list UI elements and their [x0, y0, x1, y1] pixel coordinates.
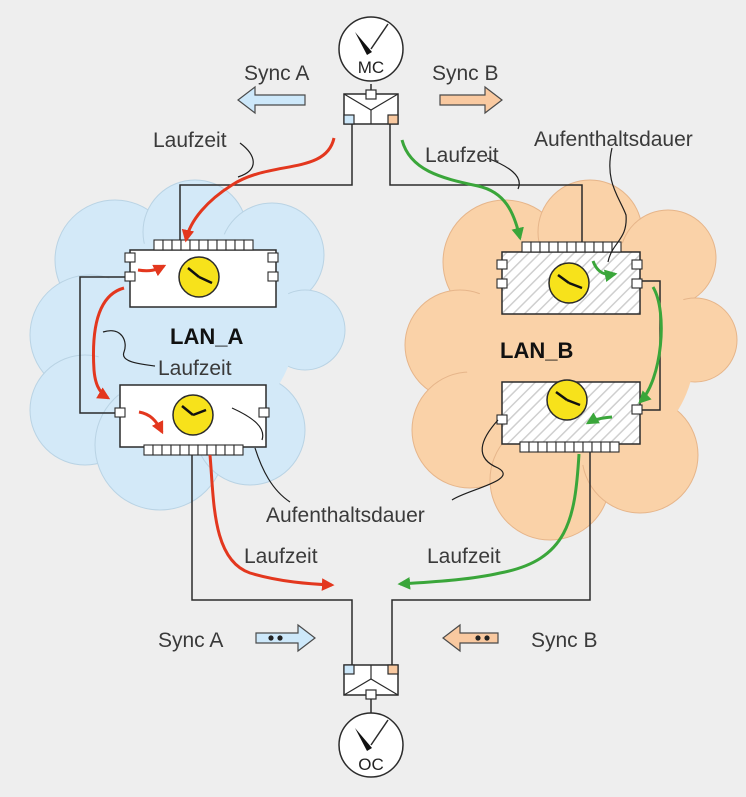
sync-a-top-label: Sync A — [244, 62, 309, 85]
switch-lan-b-bottom — [496, 379, 643, 453]
lan-b-label: LAN_B — [500, 338, 573, 363]
clock-icon — [178, 256, 220, 298]
mc-label: MC — [358, 58, 384, 77]
oc-label: OC — [358, 755, 384, 774]
green-sync-path — [397, 139, 663, 590]
clock-icon — [548, 262, 590, 304]
sync-b-bottom-arrow-icon — [442, 623, 499, 653]
sync-arrows — [237, 85, 503, 653]
ordinary-clock: OC — [338, 712, 404, 778]
sync-b-top-label: Sync B — [432, 62, 499, 85]
master-clock: MC — [338, 16, 404, 82]
switch-lan-a-bottom — [114, 384, 270, 456]
red-sync-path — [91, 137, 336, 591]
aufenthaltsdauer-top-label: Aufenthaltsdauer — [534, 128, 693, 151]
sync-a-bottom-label: Sync A — [158, 629, 223, 652]
network-wires — [79, 84, 661, 714]
sync-a-bottom-arrow-icon — [255, 623, 316, 653]
sync-b-bottom-label: Sync B — [531, 629, 598, 652]
mc-port-box — [343, 89, 399, 125]
clock-icon — [172, 394, 214, 436]
leader-lines — [102, 142, 627, 503]
clock-icon — [546, 379, 588, 421]
switch-lan-a-top — [124, 239, 279, 308]
laufzeit-top-right-label: Laufzeit — [425, 144, 499, 167]
aufenthaltsdauer-bottom-label: Aufenthaltsdauer — [266, 504, 425, 527]
sync-b-top-arrow-icon — [439, 85, 503, 115]
laufzeit-top-left-label: Laufzeit — [153, 129, 227, 152]
switch-lan-b-top — [496, 241, 643, 315]
laufzeit-bottom-right-label: Laufzeit — [427, 545, 501, 568]
laufzeit-bottom-left-label: Laufzeit — [244, 545, 318, 568]
oc-port-box — [343, 664, 399, 700]
laufzeit-lan-a-label: Laufzeit — [158, 357, 232, 380]
lan-a-label: LAN_A — [170, 324, 243, 349]
sync-a-top-arrow-icon — [237, 85, 306, 115]
